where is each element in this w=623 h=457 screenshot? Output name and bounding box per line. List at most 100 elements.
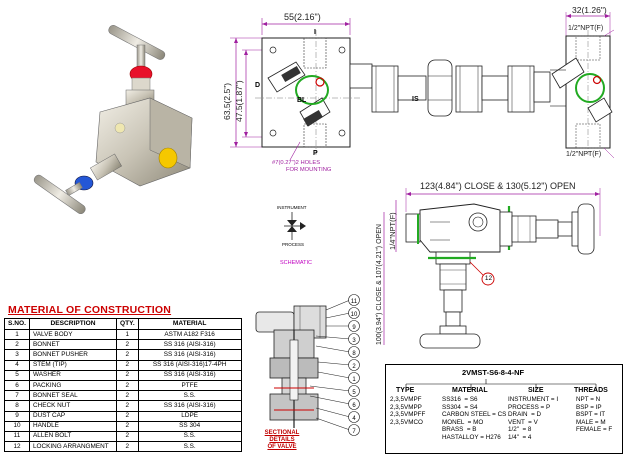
cell-material: S.S. (137, 441, 242, 453)
order-material-list: SS316 = S6 SS304 = S4 CARBON STEEL = CS … (442, 396, 507, 441)
header-qty: QTY. (116, 318, 139, 330)
schematic-instrument-label: INSTRUMENT (277, 205, 307, 210)
order-size-head: SIZE (528, 387, 544, 394)
order-material-head: MATERIAL (452, 387, 488, 394)
order-type-head: TYPE (396, 387, 415, 394)
cell-material: PTFE (137, 379, 242, 392)
cell-description: STEM (TIP) (29, 359, 117, 371)
cell-qty: 2 (116, 359, 139, 371)
section-balloon: 4 (352, 416, 356, 422)
cell-description: BONNET PUSHER (29, 349, 117, 361)
sectional-caption-line2: OF VALVE (267, 444, 297, 450)
cell-material: SS 316 (AISI-316)17-4PH (137, 359, 242, 371)
cell-qty: 2 (116, 430, 139, 443)
cell-description: HANDLE (29, 420, 117, 432)
cell-description: LOCKING ARRANGMENT (29, 441, 117, 453)
order-type-list: 2,3,5VMPF 2,3,5VMPP 2,3,5VMPFF 2,3,5VMCO (390, 396, 426, 426)
order-threads-list: NPT = N BSP = IP BSPT = IT MALE = M FEMA… (576, 396, 613, 434)
dim-overall-length: 123(4.84") CLOSE & 130(5.12") OPEN (420, 181, 576, 191)
header-material: MATERIAL (137, 318, 242, 330)
cell-sno: 6 (4, 379, 30, 392)
cell-material: SS 316 (AISI-316) (137, 339, 242, 351)
section-balloon: 5 (352, 390, 356, 396)
port-label-process: P (313, 150, 318, 157)
mounting-note-line1: #7(0.27")2 HOLES (272, 160, 321, 166)
mounting-note-line2: FOR MOUNTING (286, 167, 332, 173)
section-balloon: 10 (350, 312, 358, 318)
port-label-bleed: BL (297, 97, 307, 104)
cell-sno: 4 (4, 359, 30, 371)
dim-npt-top: 1/2"NPT(F) (568, 25, 604, 32)
sectional-caption-line1: SECTIONAL DETAILS (264, 430, 300, 443)
section-balloon: 7 (352, 429, 356, 435)
cell-material: SS 316 (AISI-316) (137, 349, 242, 361)
section-balloon: 3 (352, 338, 356, 344)
sectional-caption: SECTIONAL DETAILS OF VALVE (252, 430, 312, 451)
balloon-12: 12 (484, 275, 493, 282)
cell-qty: 2 (116, 420, 139, 432)
cell-qty: 2 (116, 379, 139, 392)
cell-qty: 2 (116, 349, 139, 361)
order-code: 2VMST-S6-8-4-NF (462, 368, 525, 377)
schematic-process-label: PROCESS (282, 242, 305, 247)
material-table-header: S.NO. DESCRIPTION QTY. MATERIAL (4, 318, 242, 330)
cell-description: CHECK NUT (29, 400, 117, 412)
port-label-instrument: I (314, 29, 316, 36)
header-sno: S.NO. (4, 318, 30, 330)
header-description: DESCRIPTION (29, 318, 117, 330)
order-threads-head: THREADS (574, 387, 608, 394)
mounting-note: #7(0.27")2 HOLES FOR MOUNTING (272, 160, 331, 174)
cell-description: BONNET (29, 339, 117, 351)
cell-material: SS 316 (AISI-316) (137, 369, 242, 381)
section-balloon: 9 (352, 325, 356, 331)
section-balloon: 11 (350, 299, 358, 305)
cell-sno: 5 (4, 369, 30, 381)
cell-sno: 7 (4, 390, 30, 402)
cell-qty: 2 (116, 390, 139, 402)
cell-sno: 8 (4, 400, 30, 412)
cell-material: SS 316 (AISI-316) (137, 400, 242, 412)
order-code-leaders (405, 379, 597, 390)
cell-sno: 12 (4, 441, 30, 453)
cell-description: DUST CAP (29, 410, 117, 422)
top-handle-icon (108, 25, 166, 107)
cell-qty: 2 (116, 441, 139, 453)
section-balloon: 2 (352, 364, 356, 370)
cell-material: ASTM A182 F316 (137, 328, 242, 341)
order-code-box: 2VMST-S6-8-4-NF TYPE 2,3,5VMPF 2,3,5VMPP… (385, 364, 623, 454)
section-balloons: 11 10 9 3 8 2 1 5 6 4 7 (348, 296, 360, 439)
cell-sno: 10 (4, 420, 30, 432)
cell-material: LDPE (137, 410, 242, 422)
port-label-drain: D (255, 82, 261, 89)
cell-sno: 2 (4, 339, 30, 351)
cell-sno: 9 (4, 410, 30, 422)
cell-qty: 1 (116, 328, 139, 341)
dim-width-top: 55(2.16") (284, 12, 321, 22)
cell-qty: 2 (116, 400, 139, 412)
cell-description: VALVE BODY (29, 328, 117, 341)
cell-material: SS 304 (137, 420, 242, 432)
section-balloon: 1 (352, 377, 356, 383)
cell-sno: 3 (4, 349, 30, 361)
port-label-isolation: IS (412, 96, 419, 103)
cell-sno: 11 (4, 430, 30, 443)
material-title: MATERIAL OF CONSTRUCTION (8, 304, 172, 316)
cell-sno: 1 (4, 328, 30, 341)
dim-npt-bottom: 1/2"NPT(F) (566, 151, 602, 158)
